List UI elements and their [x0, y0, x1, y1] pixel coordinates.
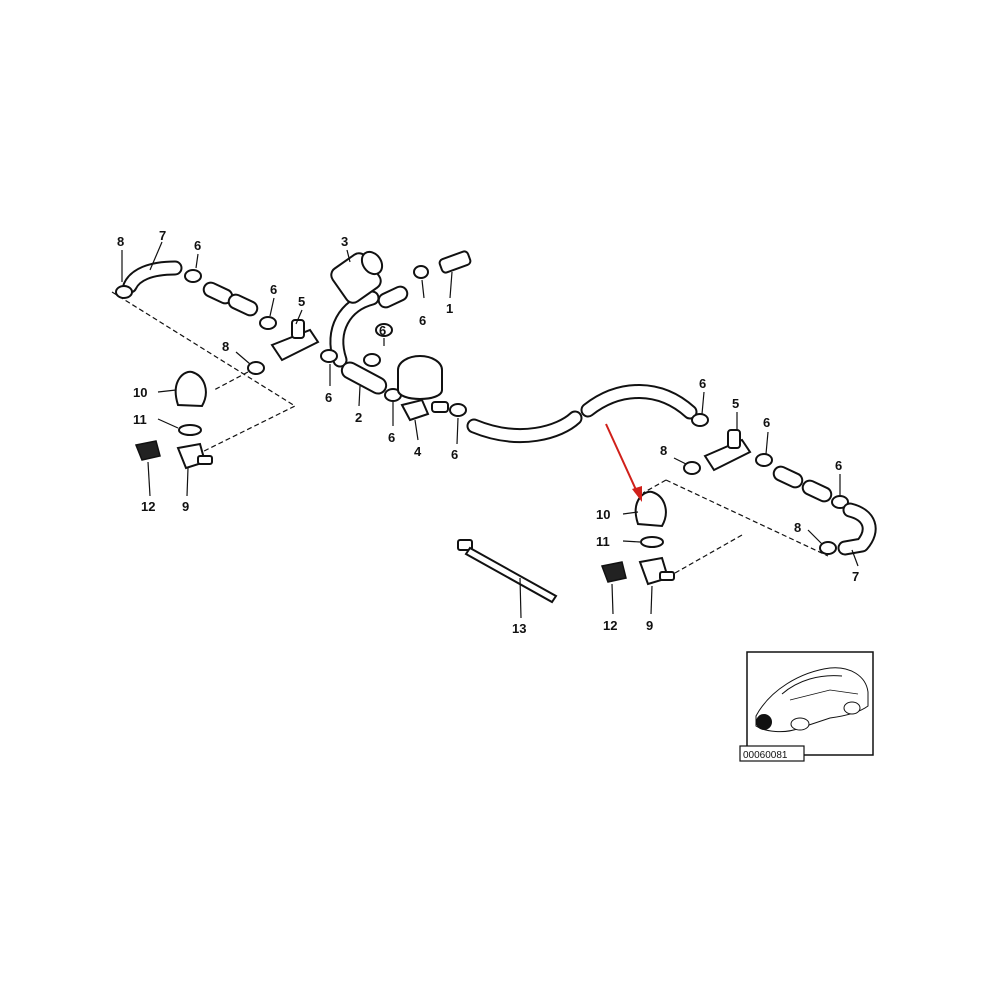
callout-11: 11 — [133, 412, 147, 427]
callout-9: 9 — [182, 499, 189, 514]
callout-8: 8 — [660, 443, 667, 458]
callout-10: 10 — [133, 385, 147, 400]
left-hose-section — [115, 260, 388, 395]
reference-code-box: 00060081 — [739, 745, 805, 762]
callout-6: 6 — [699, 376, 706, 391]
callout-6: 6 — [451, 447, 458, 462]
callout-13: 13 — [512, 621, 526, 636]
callout-6: 6 — [835, 458, 842, 473]
callout-9: 9 — [646, 618, 653, 633]
callout-7: 7 — [159, 228, 166, 243]
callout-10: 10 — [596, 507, 610, 522]
callout-11: 11 — [596, 534, 610, 549]
callout-6: 6 — [419, 313, 426, 328]
left-nozzle — [134, 370, 213, 470]
callout-6: 6 — [325, 390, 332, 405]
callout-6: 6 — [194, 238, 201, 253]
right-hose-section — [683, 413, 877, 556]
callout-6: 6 — [379, 323, 386, 338]
callout-5: 5 — [298, 294, 305, 309]
assembly-outline-right — [642, 479, 829, 578]
callout-8: 8 — [117, 234, 124, 249]
highlight-arrow — [605, 423, 642, 502]
callout-12: 12 — [603, 618, 617, 633]
center-group — [330, 250, 472, 422]
callout-6: 6 — [388, 430, 395, 445]
reference-code: 00060081 — [743, 750, 788, 761]
assembly-outline-left — [111, 291, 297, 456]
callout-1: 1 — [446, 301, 453, 316]
callout-6: 6 — [763, 415, 770, 430]
callout-labels: 8 7 6 6 5 8 6 2 3 6 6 1 6 4 6 10 11 12 9… — [117, 228, 859, 636]
reference-car-illustration — [746, 651, 874, 756]
callout-5: 5 — [732, 396, 739, 411]
cable-tie — [457, 539, 558, 604]
callout-2: 2 — [355, 410, 362, 425]
right-nozzle — [600, 490, 675, 586]
callout-8: 8 — [222, 339, 229, 354]
leader-lines — [121, 241, 859, 619]
callout-4: 4 — [414, 444, 422, 459]
callout-6: 6 — [270, 282, 277, 297]
callout-3: 3 — [341, 234, 348, 249]
callout-12: 12 — [141, 499, 155, 514]
callout-8: 8 — [794, 520, 801, 535]
callout-7: 7 — [852, 569, 859, 584]
main-hose — [329, 290, 698, 444]
